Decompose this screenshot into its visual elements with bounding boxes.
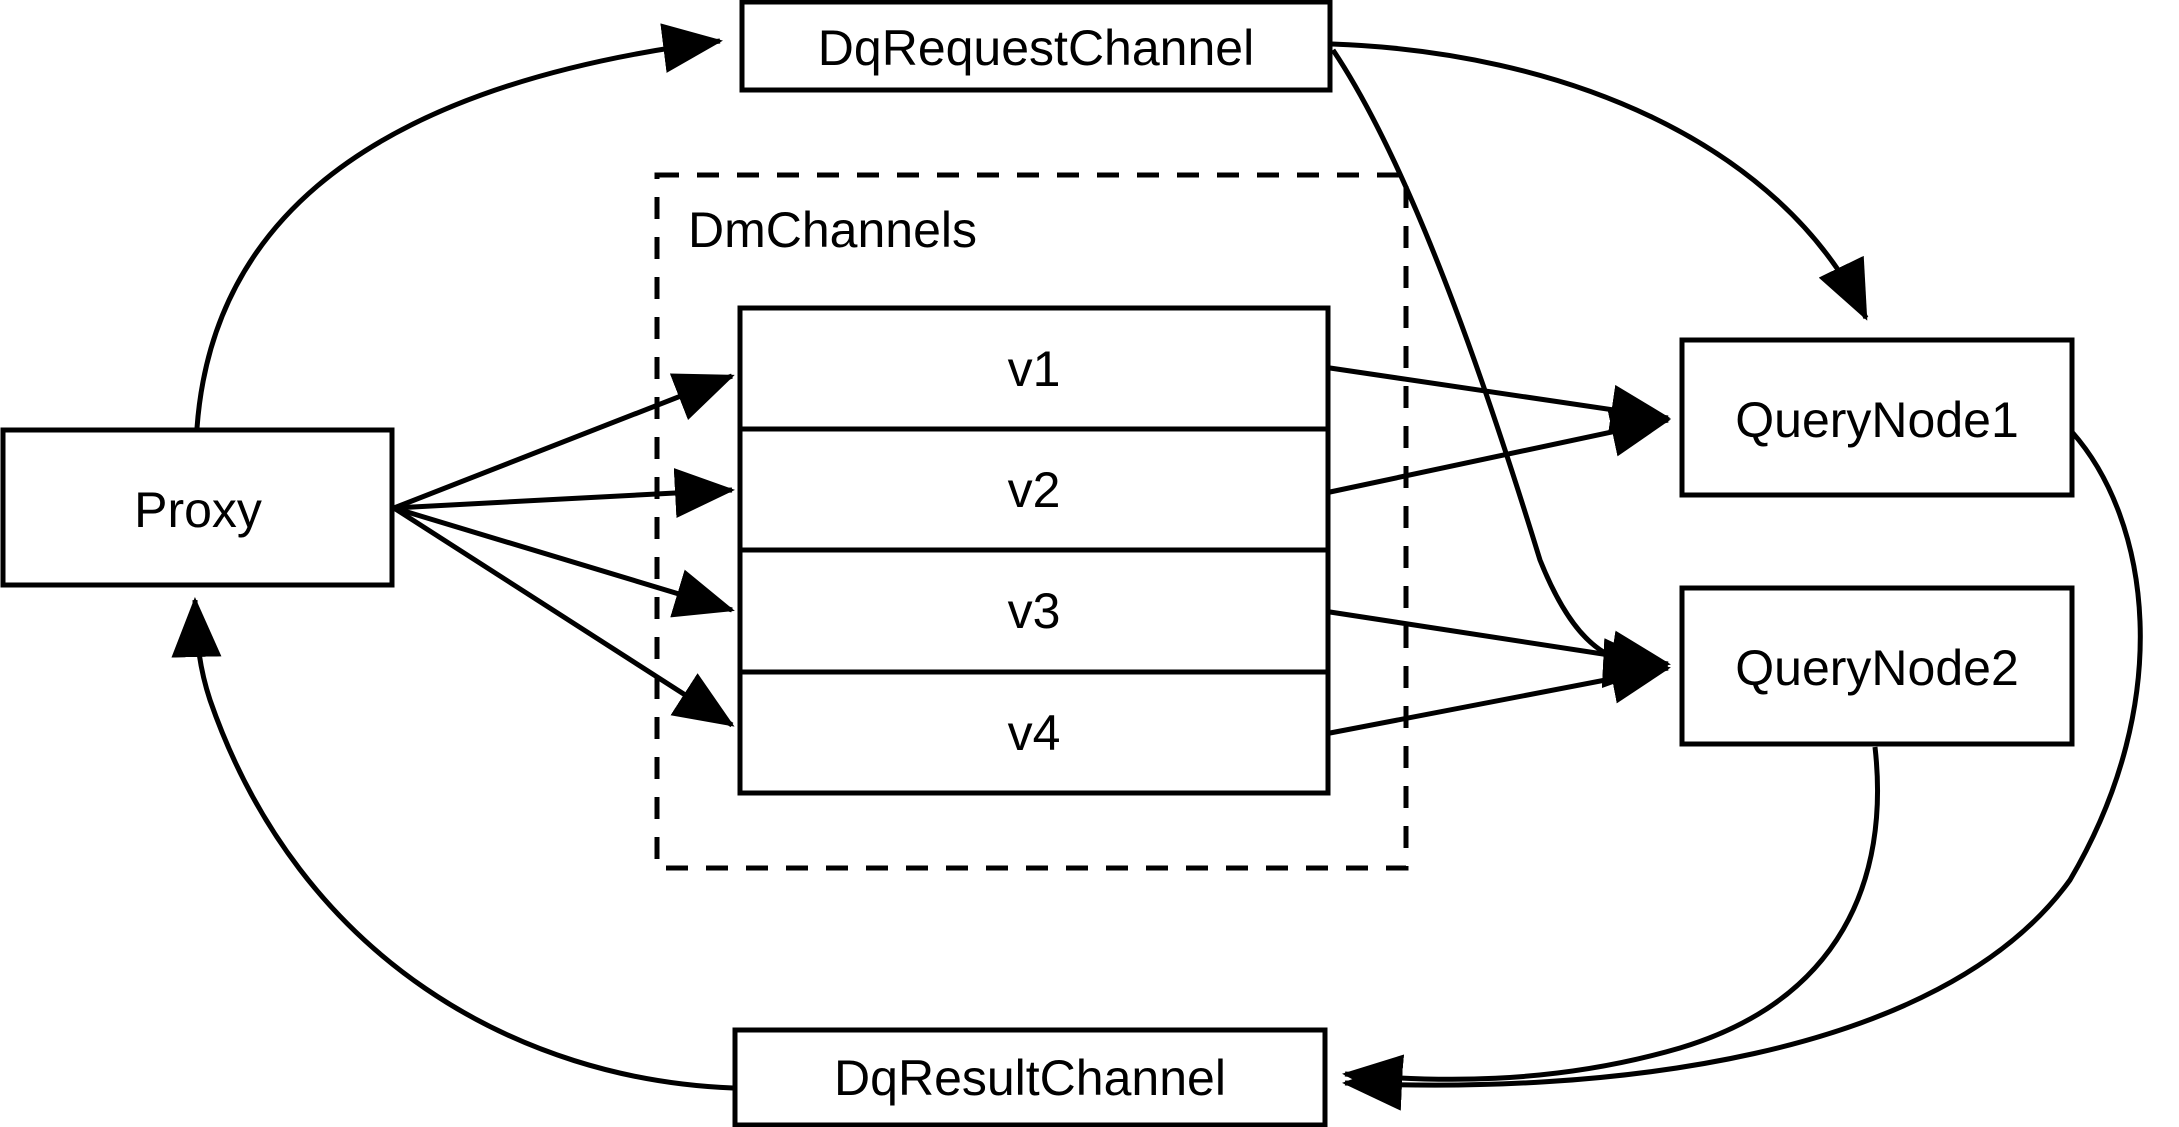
channel-row-v2-label: v2: [1008, 462, 1061, 518]
edge-proxy-to-dqrequestchannel: [194, 23, 723, 429]
edge-v2-to-querynode1: [1329, 407, 1671, 495]
edge-dqrequestchannel-to-querynode2: [1330, 48, 1663, 689]
node-dqrequestchannel-label: DqRequestChannel: [818, 20, 1254, 76]
edge-dqresultchannel-to-proxy: [171, 597, 734, 1091]
node-querynode1[interactable]: [1679, 337, 2075, 498]
node-dqrequestchannel[interactable]: [739, 0, 1333, 93]
dmchannels-group-box: [654, 172, 1409, 871]
edge-proxy-to-v3: [393, 505, 735, 618]
channel-row-v1-label: v1: [1008, 341, 1061, 397]
node-dqresultchannel[interactable]: [732, 1027, 1328, 1127]
node-proxy-label: Proxy: [134, 482, 262, 538]
edge-dqrequestchannel-to-querynode1: [1331, 41, 1869, 321]
channel-row-v3-label: v3: [1008, 583, 1061, 639]
node-dqresultchannel-label: DqResultChannel: [834, 1050, 1226, 1106]
edge-v4-to-querynode2: [1329, 654, 1671, 736]
node-proxy[interactable]: [0, 427, 395, 588]
dmchannels-group-label: DmChannels: [688, 202, 977, 258]
edge-v3-to-querynode2: [1329, 609, 1671, 681]
node-querynode2[interactable]: [1679, 585, 2075, 747]
node-querynode2-label: QueryNode2: [1735, 640, 2019, 696]
edge-proxy-to-v2: [393, 468, 735, 518]
node-querynode1-label: QueryNode1: [1735, 392, 2019, 448]
edge-querynode2-to-dqresultchannel: [1342, 746, 1880, 1105]
edge-proxy-to-v1: [393, 373, 735, 511]
channel-row-v4-label: v4: [1008, 705, 1061, 761]
edge-querynode1-to-dqresultchannel: [1342, 430, 2143, 1111]
edge-v1-to-querynode1: [1329, 365, 1671, 435]
edge-proxy-to-v4: [392, 505, 735, 728]
